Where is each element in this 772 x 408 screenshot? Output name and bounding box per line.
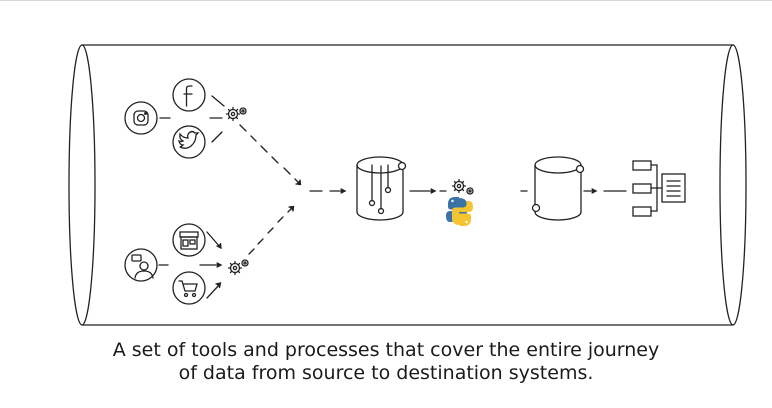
- shopping-cart-icon: [172, 271, 206, 305]
- schema-tree-icon: [632, 160, 686, 217]
- facebook-icon: [172, 78, 206, 112]
- top-divider: [0, 0, 772, 1]
- caption-line-1: A set of tools and processes that cover …: [112, 339, 660, 361]
- connector-line: [206, 283, 221, 299]
- gears-icon: [227, 259, 249, 276]
- arrow-dashed: [239, 124, 302, 186]
- database-icon: [531, 156, 585, 221]
- arrow-dashed: [248, 205, 295, 255]
- connector-line: [211, 95, 225, 107]
- connector-line: [206, 231, 221, 248]
- connector-line: [211, 131, 223, 143]
- data-pipeline-diagram: [68, 44, 747, 326]
- user-chat-icon: [124, 248, 158, 282]
- twitter-icon: [172, 125, 206, 159]
- database-icon: [356, 156, 407, 221]
- storefront-icon: [172, 223, 206, 257]
- pipeline-cylinder: [68, 44, 747, 326]
- gears-icon: [225, 106, 247, 122]
- python-icon: [446, 197, 473, 226]
- gears-icon: [451, 178, 474, 195]
- caption-line-2: of data from source to destination syste…: [178, 362, 594, 384]
- instagram-icon: [124, 101, 158, 135]
